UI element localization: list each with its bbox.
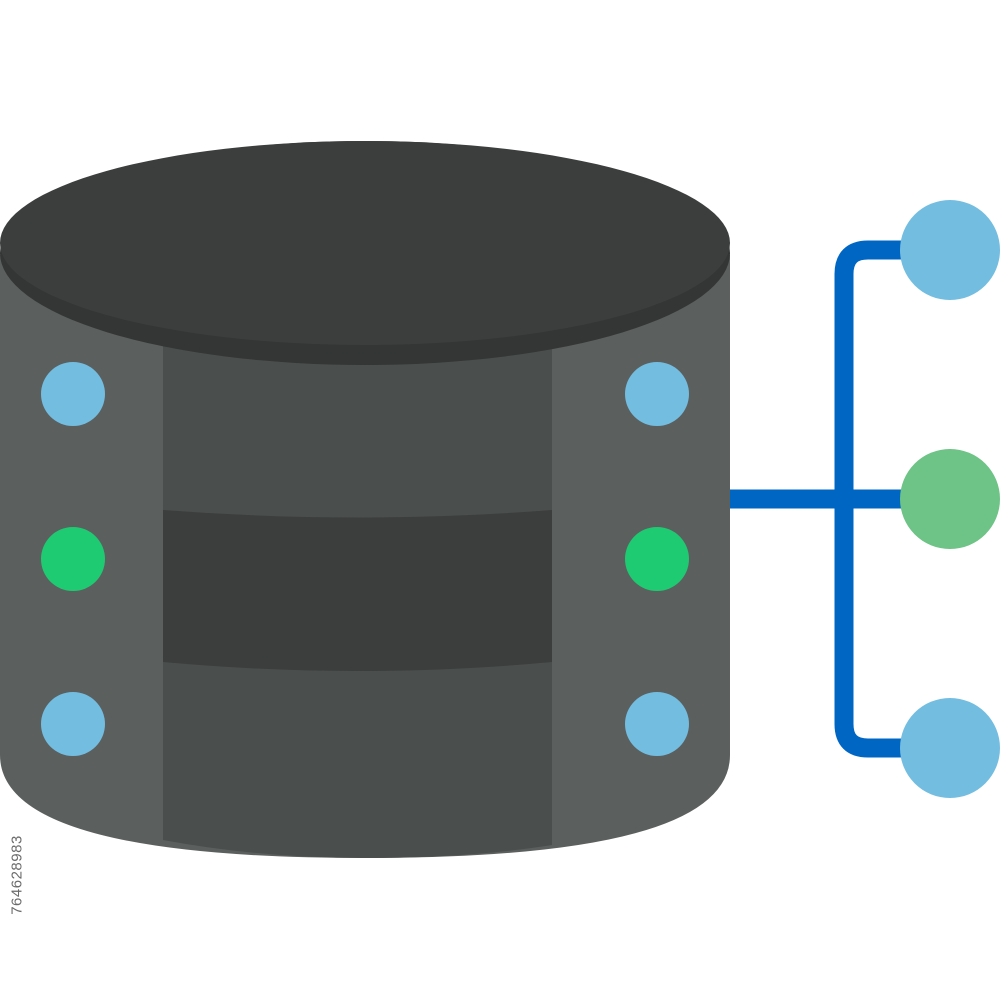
indicator-light-blue: [625, 692, 689, 756]
indicator-light-blue: [41, 362, 105, 426]
network-node-top: [900, 200, 1000, 300]
indicator-light-blue: [625, 362, 689, 426]
indicator-light-blue: [41, 692, 105, 756]
network-branch-line: [834, 240, 905, 758]
indicator-lights-right: [625, 362, 689, 756]
cylinder-top: [0, 141, 730, 345]
cylinder-middle-band: [163, 510, 552, 671]
network-node-bottom: [900, 698, 1000, 798]
indicator-lights-left: [41, 362, 105, 756]
indicator-light-green: [41, 527, 105, 591]
network-nodes: [900, 200, 1000, 798]
network-node-middle: [900, 449, 1000, 549]
network-connector: [728, 240, 905, 758]
indicator-light-green: [625, 527, 689, 591]
database-cylinder: [0, 141, 730, 858]
